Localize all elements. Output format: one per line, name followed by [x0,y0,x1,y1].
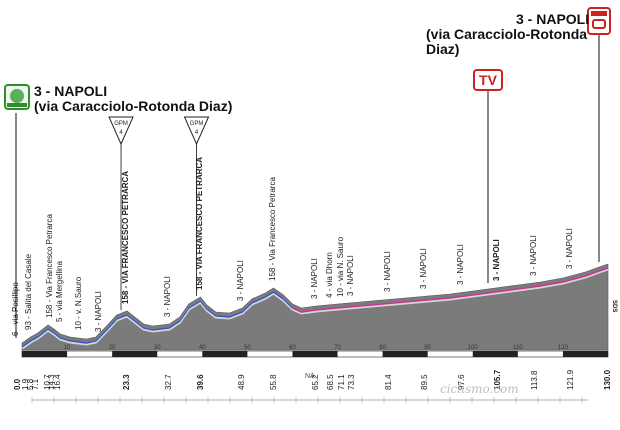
km-value-label: 7.1 [31,378,40,390]
location-label: 3 - NAPOLI [382,251,392,293]
axis-tick-label: 30 [154,345,161,351]
start-title: 3 - NAPOLI [34,83,108,99]
axis-tick-label: 40 [199,345,206,351]
location-label: 3 - NAPOLI [455,244,465,286]
location-label: 4 - via Dhorn [324,251,334,298]
location-label: 3 - NAPOLI [346,254,356,296]
location-label: 3 - NAPOLI [309,258,319,299]
watermark: ciclismo.com [440,382,519,396]
axis-tick-label: 20 [109,345,116,351]
location-label: 3 - NAPOLI [528,234,538,276]
sprint-label: NA [305,373,315,380]
km-value-label: 23.3 [122,374,132,390]
gpm-label: GPM [190,121,204,127]
location-label: 10 - via N. Sauro [336,236,346,297]
gpm-category: 4 [119,130,123,136]
start-subtitle: (via Caracciolo-Rotonda Diaz) [34,98,233,114]
axis-tick-label: 50 [244,345,251,351]
axis-tick-label: 80 [379,345,386,351]
finish-flag-icon [587,7,611,35]
axis-tick-label: 110 [513,345,523,351]
finish-subtitle: (via Caracciolo-Rotonda Diaz) [426,26,588,57]
location-label: 158 - VIA FRANCESCO PETRARCA [194,156,204,290]
location-label: 3 - NAPOLI [163,276,173,317]
location-label: 3 - NAPOLI [94,291,104,332]
axis-tick-label: 120 [558,345,569,351]
axis-tick-label: 100 [468,345,479,351]
km-value-label: 113.8 [529,370,539,390]
gpm-triangle-icon [183,116,210,146]
km-value-label: 89.5 [420,374,430,390]
route-line [21,291,293,348]
finish-sign: SDS [611,300,617,312]
km-value-label: 130.0 [603,369,612,390]
gpm-category: 4 [195,130,199,136]
distance-band-segment [112,351,158,357]
location-label: 158 - VIA FRANCESCO PETRARCA [121,170,131,304]
km-value-label: 73.3 [347,374,357,390]
location-label: 3 - NAPOLI [492,238,502,281]
location-label: 158 - Via Francesco Petrarca [45,214,55,318]
finish-title: 3 - NAPOLI [516,11,590,27]
axis-tick-label: 10 [64,345,71,351]
km-value-label: 71.1 [337,374,347,390]
road-strip [21,267,609,350]
distance-band-segment [292,351,338,357]
km-value-label: 55.8 [268,374,278,390]
km-value-label: 65.2 [310,374,320,390]
distance-band-segment [562,351,608,357]
start-flag-icon [4,84,30,110]
location-label: 10 - v. N.Sauro [74,276,84,330]
axis-tick-label: 60 [289,345,296,351]
distance-band-segment [472,351,518,357]
location-label: 3 - NAPOLI [236,260,246,301]
axis-tick-label: 70 [334,345,341,351]
km-value-label: 68.5 [325,374,335,390]
location-label: 5 - via Mergellina [55,261,64,322]
gpm-triangle-icon [108,116,134,146]
location-label: 93 - Salita del Casale [23,253,33,330]
km-value-label: 39.6 [195,374,205,390]
distance-band-segment [382,351,428,357]
finish-circuit-line [292,267,609,313]
gpm-label: GPM [114,121,128,127]
axis-tick-label: 90 [424,345,431,351]
km-value-label: 121.9 [566,369,576,390]
km-value-label: 48.9 [237,374,247,390]
location-label: 158 - Via Francesco Petrarca [267,177,277,281]
km-value-label: 81.4 [383,374,393,390]
tv-marker: TV [473,69,503,91]
distance-band-segment [22,351,68,357]
km-value-label: 32.7 [164,374,174,390]
km-value-label: 16.4 [53,374,62,390]
location-label: 6 - via Posillipo [11,282,20,336]
distance-band-segment [202,351,248,357]
location-label: 3 - NAPOLI [419,248,429,290]
location-label: 3 - NAPOLI [565,227,575,269]
